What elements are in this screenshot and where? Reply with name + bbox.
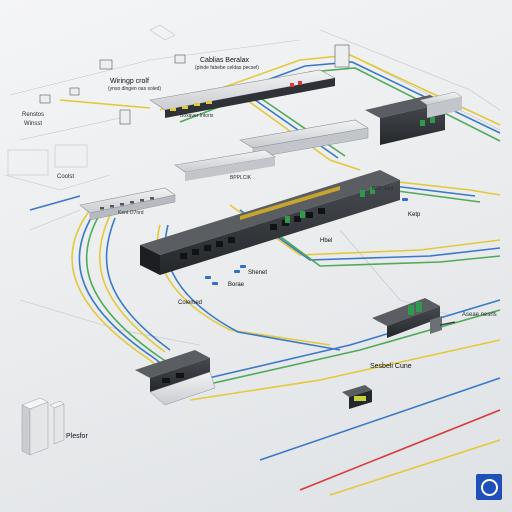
label-device-right: Sesbeli Cune bbox=[370, 363, 412, 370]
label-cable-note: Cablias Beralax bbox=[200, 57, 250, 64]
label-port-b: Borae bbox=[228, 282, 245, 288]
label-panel-mid: BPPLCIK bbox=[230, 175, 252, 181]
label-switch-left: Kent O7nrd bbox=[118, 210, 144, 216]
label-port-c: Colemed bbox=[178, 300, 203, 306]
label-panel-top: Boxaver Intoris bbox=[180, 113, 214, 119]
small-module bbox=[342, 385, 372, 409]
bottom-connector bbox=[135, 350, 216, 406]
blue-plugs bbox=[205, 198, 408, 285]
label-conn-mid: Hbel bbox=[320, 238, 333, 244]
server-cabinet bbox=[21, 397, 65, 456]
middle-light-panel bbox=[174, 119, 369, 181]
label-left-block-b: Winsst bbox=[24, 121, 42, 127]
label-cable-note-sub: (pinde fabebe celdas pecsel) bbox=[195, 65, 259, 71]
label-router-right: BP5 Sunt bbox=[372, 186, 394, 192]
main-switch bbox=[140, 170, 400, 275]
label-device-right-note: Aseae nesrls bbox=[462, 312, 497, 318]
label-port-a: Shenet bbox=[248, 270, 268, 276]
label-left-block-c: Coolst bbox=[57, 174, 75, 180]
label-left-block-a: Renstos bbox=[22, 112, 45, 118]
right-router bbox=[365, 91, 463, 145]
label-conn-right: Ketp bbox=[408, 212, 421, 218]
label-top-heading-sub: (ynso dingen oas soled) bbox=[108, 86, 162, 92]
top-patch-panel bbox=[149, 69, 336, 118]
label-top-heading: Wiringp crolf bbox=[110, 78, 149, 85]
right-device bbox=[372, 298, 456, 338]
sketch-devices bbox=[39, 44, 350, 125]
ring-logo-icon bbox=[476, 474, 502, 500]
left-patch-panel bbox=[79, 187, 176, 221]
label-server: Plesfor bbox=[66, 433, 88, 440]
ring-shape bbox=[480, 478, 498, 496]
